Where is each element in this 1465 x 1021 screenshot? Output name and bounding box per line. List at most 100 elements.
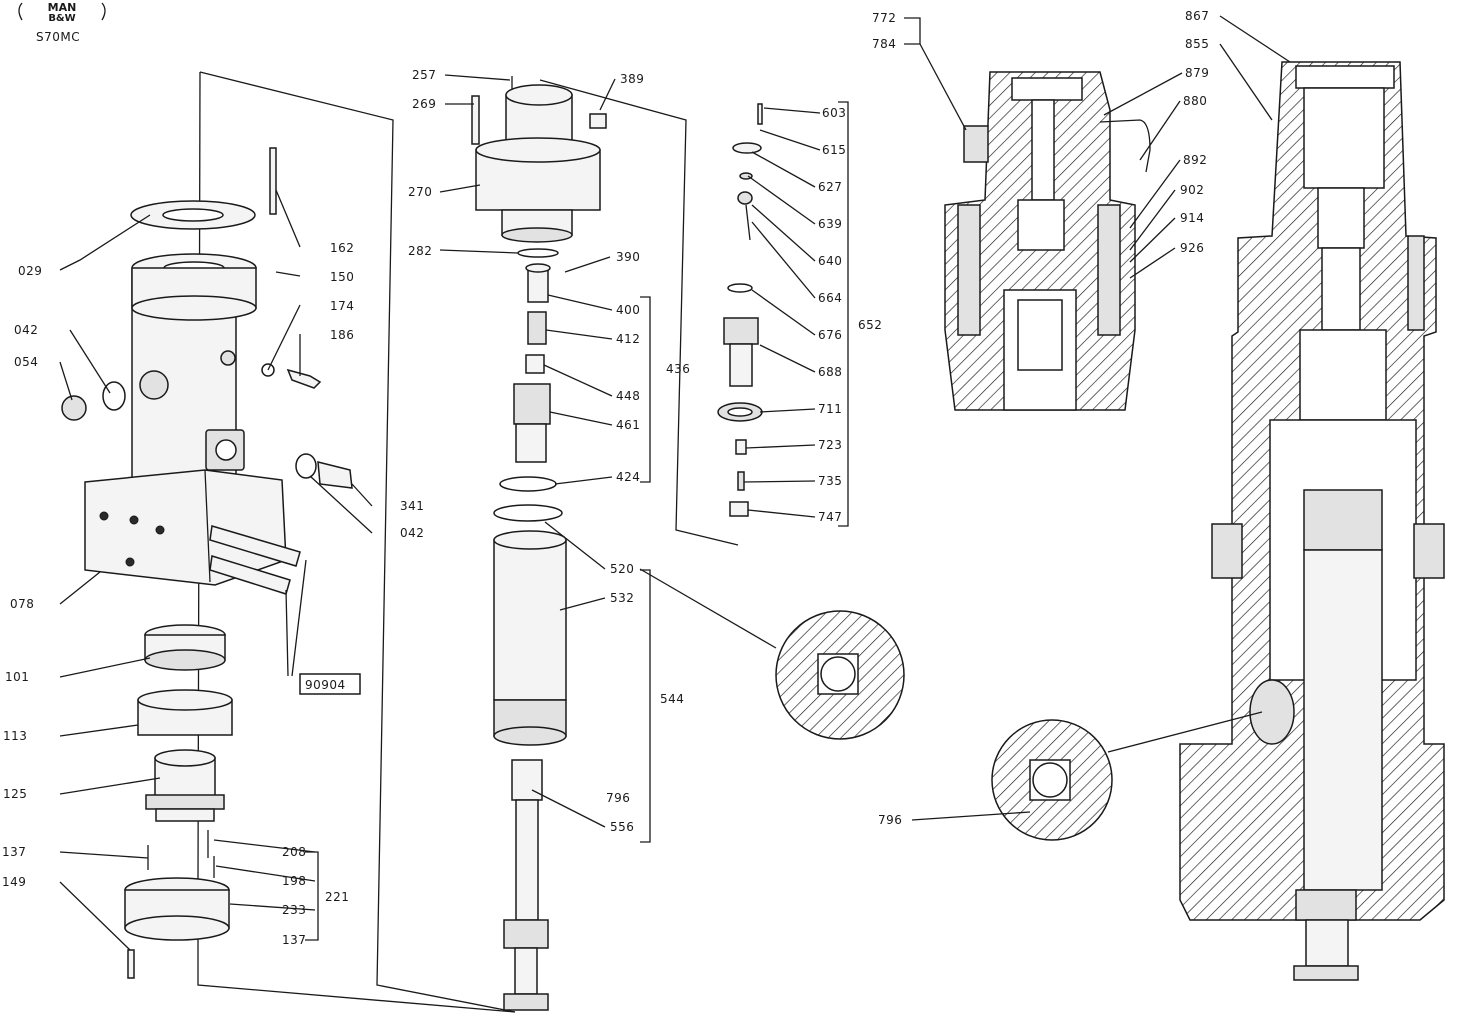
- frame-bracket-middle: [539, 79, 739, 546]
- label-125: 125: [3, 787, 27, 801]
- label-676: 676: [818, 328, 842, 342]
- label-603: 603: [822, 106, 846, 120]
- o-ring-424: [499, 476, 557, 492]
- label-892: 892: [1183, 153, 1207, 167]
- detail-circle-right: [991, 679, 1295, 841]
- housing-base-078: [84, 469, 287, 586]
- label-054: 054: [14, 355, 38, 369]
- barrel-532: [493, 539, 567, 701]
- label-796-middle: 796: [606, 791, 630, 805]
- label-150: 150: [330, 270, 354, 284]
- guide-400: [527, 267, 549, 303]
- label-078: 078: [10, 597, 34, 611]
- part-747: [729, 501, 749, 517]
- label-341: 341: [400, 499, 424, 513]
- label-627: 627: [818, 180, 842, 194]
- spring-735: [737, 471, 745, 491]
- valve-body-461: [513, 383, 551, 425]
- model-label: S70MC: [36, 30, 80, 44]
- pump-housing-group: [61, 147, 361, 979]
- o-ring-042: [102, 381, 126, 411]
- label-855: 855: [1185, 37, 1209, 51]
- label-257: 257: [412, 68, 436, 82]
- label-784: 784: [872, 37, 896, 51]
- valve-assembly-group: [471, 76, 607, 1011]
- label-042-left: 042: [14, 323, 38, 337]
- label-174: 174: [330, 299, 354, 313]
- label-137-right: 137: [282, 933, 306, 947]
- screw-186: [286, 368, 322, 389]
- label-270: 270: [408, 185, 432, 199]
- ring-101: [144, 649, 226, 671]
- label-652: 652: [858, 318, 882, 332]
- valve-stack-group: [717, 103, 763, 517]
- label-box-90904: [299, 673, 361, 695]
- label-221: 221: [325, 890, 349, 904]
- label-532: 532: [610, 591, 634, 605]
- label-711: 711: [818, 402, 842, 416]
- label-688: 688: [818, 365, 842, 379]
- label-879: 879: [1185, 66, 1209, 80]
- label-556: 556: [610, 820, 634, 834]
- label-461: 461: [616, 418, 640, 432]
- stud-162: [269, 147, 277, 215]
- nut-389: [589, 113, 607, 129]
- ring-676: [727, 283, 753, 293]
- plug-341: [317, 461, 353, 489]
- section-view-full: [1179, 61, 1445, 981]
- ring-520: [493, 504, 563, 522]
- spring-412: [527, 311, 547, 345]
- pin-603: [757, 103, 763, 125]
- label-639: 639: [818, 217, 842, 231]
- logo-man-text: MAN: [48, 1, 77, 14]
- plug-054: [61, 395, 87, 421]
- section-view-upper: [944, 71, 1151, 411]
- part-number-labels: 029 042 054 078 101 113 125 137 149 162 …: [2, 9, 1209, 947]
- label-90904: 90904: [305, 678, 346, 692]
- logo-bw-text: B&W: [48, 13, 75, 24]
- label-198: 198: [282, 874, 306, 888]
- label-867: 867: [1185, 9, 1209, 23]
- label-615: 615: [822, 143, 846, 157]
- washer-627: [732, 142, 762, 154]
- label-186: 186: [330, 328, 354, 342]
- label-412: 412: [616, 332, 640, 346]
- label-042-right: 042: [400, 526, 424, 540]
- label-723: 723: [818, 438, 842, 452]
- label-880: 880: [1183, 94, 1207, 108]
- label-390: 390: [616, 250, 640, 264]
- label-208: 208: [282, 845, 306, 859]
- man-bw-logo: MAN B&W: [18, 1, 106, 24]
- label-282: 282: [408, 244, 432, 258]
- label-926: 926: [1180, 241, 1204, 255]
- label-162: 162: [330, 241, 354, 255]
- label-735: 735: [818, 474, 842, 488]
- plunger-556: [511, 759, 543, 801]
- screw-149: [127, 949, 135, 979]
- label-772: 772: [872, 11, 896, 25]
- label-269: 269: [412, 97, 436, 111]
- label-389: 389: [620, 72, 644, 86]
- label-436: 436: [666, 362, 690, 376]
- label-796-right: 796: [878, 813, 902, 827]
- label-747: 747: [818, 510, 842, 524]
- label-400: 400: [616, 303, 640, 317]
- label-101: 101: [5, 670, 29, 684]
- label-029: 029: [18, 264, 42, 278]
- part-723: [735, 439, 747, 455]
- frame-bracket-right: [199, 71, 516, 1013]
- label-233: 233: [282, 903, 306, 917]
- label-902: 902: [1180, 183, 1204, 197]
- label-664: 664: [818, 291, 842, 305]
- label-149: 149: [2, 875, 26, 889]
- label-520: 520: [610, 562, 634, 576]
- leader-lines: [59, 15, 1291, 951]
- valve-448: [525, 354, 545, 374]
- label-640: 640: [818, 254, 842, 268]
- label-544: 544: [660, 692, 684, 706]
- label-914: 914: [1180, 211, 1204, 225]
- label-448: 448: [616, 389, 640, 403]
- detail-circle-middle: [775, 610, 905, 740]
- nut-688: [723, 317, 759, 345]
